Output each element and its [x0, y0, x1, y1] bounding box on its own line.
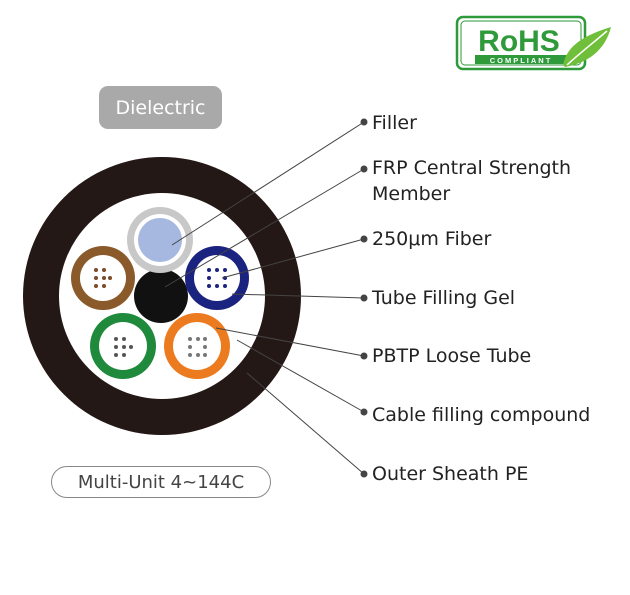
leader-pbtp: [215, 327, 368, 360]
callout-fiber: 250μm Fiber: [372, 228, 492, 250]
filler: [127, 207, 193, 273]
callout-sheath: Outer Sheath PE: [372, 463, 529, 485]
leader-frp: [164, 165, 368, 288]
leader-filler: [171, 118, 368, 246]
callout-compound: Cable filling compound: [372, 404, 591, 426]
callout-frp: FRP Central Strength Member: [372, 157, 572, 205]
leader-gel: [231, 293, 368, 302]
rohs-compliant-logo: RoHS COMPLIANT: [455, 15, 611, 71]
loose-tube-brown: [71, 246, 135, 310]
callout-filler: Filler: [372, 112, 417, 134]
rohs-title: RoHS: [478, 25, 560, 58]
leader-compound: [236, 339, 368, 416]
callout-pbtp: PBTP Loose Tube: [372, 345, 532, 367]
leader-sheath: [246, 372, 368, 478]
callout-gel: Tube Filling Gel: [372, 287, 516, 309]
leader-fiber: [221, 235, 368, 279]
frp-central-strength-member: [134, 269, 188, 323]
loose-tube-orange: [164, 313, 230, 379]
loose-tube-green: [90, 313, 156, 379]
dielectric-badge: Dielectric: [99, 86, 222, 129]
rohs-subtitle: COMPLIANT: [490, 56, 553, 65]
product-badge: Multi-Unit 4~144C: [51, 466, 271, 498]
